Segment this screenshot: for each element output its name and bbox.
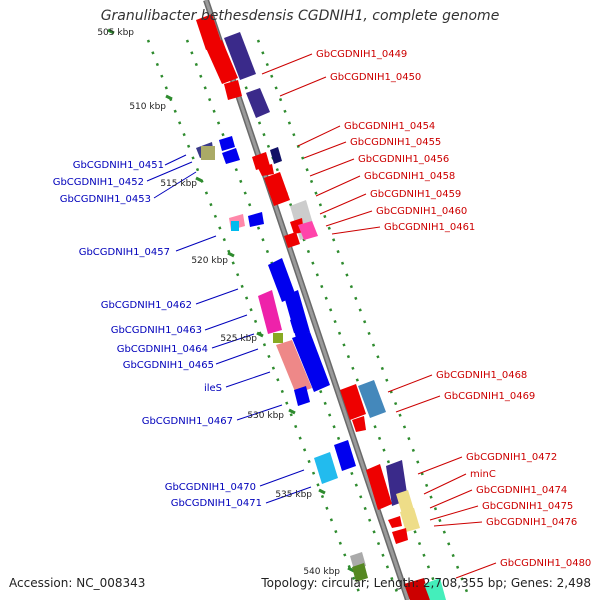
reverse-strand-genes: [196, 136, 368, 582]
gene-label[interactable]: GbCGDNIH1_0453: [60, 194, 151, 205]
tick-label: 530 kbp: [247, 411, 284, 421]
genome-backbone: [203, 0, 411, 600]
gene-label[interactable]: GbCGDNIH1_0449: [316, 49, 407, 60]
tick-label: 540 kbp: [303, 567, 340, 577]
gene-label[interactable]: GbCGDNIH1_0462: [101, 300, 192, 311]
tick-marks: [107, 28, 355, 573]
gene-label[interactable]: GbCGDNIH1_0458: [364, 171, 455, 182]
leader-lines-forward: [261, 53, 497, 579]
genome-summary-text: Topology: circular; Length: 2,708,355 bp…: [261, 576, 591, 590]
gene-label[interactable]: ileS: [204, 383, 222, 394]
gene-label[interactable]: GbCGDNIH1_0471: [171, 498, 262, 509]
tick-label: 510 kbp: [129, 102, 166, 112]
gene-label[interactable]: GbCGDNIH1_0450: [330, 72, 421, 83]
gene-label[interactable]: GbCGDNIH1_0480: [500, 558, 591, 569]
gene-label[interactable]: GbCGDNIH1_0468: [436, 370, 527, 381]
tick-label: 535 kbp: [275, 490, 312, 500]
gene-label[interactable]: GbCGDNIH1_0459: [370, 189, 461, 200]
gene-label[interactable]: GbCGDNIH1_0472: [466, 452, 557, 463]
gene-label[interactable]: GbCGDNIH1_0455: [350, 137, 441, 148]
tick-label: 525 kbp: [220, 334, 257, 344]
tick-labels: 505 kbp 510 kbp 515 kbp 520 kbp 525 kbp …: [97, 28, 340, 577]
gene-label[interactable]: GbCGDNIH1_0451: [73, 160, 164, 171]
gene-label[interactable]: GbCGDNIH1_0464: [117, 344, 208, 355]
gene-label[interactable]: GbCGDNIH1_0460: [376, 206, 467, 217]
tick-label: 505 kbp: [97, 28, 134, 38]
gene-label[interactable]: GbCGDNIH1_0461: [384, 222, 475, 233]
gene-label[interactable]: GbCGDNIH1_0475: [482, 501, 573, 512]
gene-label[interactable]: GbCGDNIH1_0476: [486, 517, 577, 528]
gene-label[interactable]: GbCGDNIH1_0452: [53, 177, 144, 188]
outer-left-dotted-line: [146, 39, 364, 600]
gene-label[interactable]: GbCGDNIH1_0454: [344, 121, 435, 132]
gene-label[interactable]: GbCGDNIH1_0469: [444, 391, 535, 402]
tick-label: 515 kbp: [160, 179, 197, 189]
forward-strand-genes: [196, 14, 446, 600]
gene-label[interactable]: GbCGDNIH1_0463: [111, 325, 202, 336]
forward-gene-labels: GbCGDNIH1_0449 GbCGDNIH1_0450 GbCGDNIH1_…: [316, 49, 591, 569]
page-title: Granulibacter bethesdensis CGDNIH1, comp…: [100, 8, 500, 24]
gene-label[interactable]: GbCGDNIH1_0470: [165, 482, 256, 493]
leader-lines: [146, 154, 312, 504]
gene-label[interactable]: GbCGDNIH1_0457: [79, 247, 170, 258]
gene-label[interactable]: minC: [470, 469, 496, 480]
gene-label[interactable]: GbCGDNIH1_0456: [358, 154, 449, 165]
gene-label[interactable]: GbCGDNIH1_0467: [142, 416, 233, 427]
accession-text: Accession: NC_008343: [9, 576, 146, 590]
gene-label[interactable]: GbCGDNIH1_0474: [476, 485, 567, 496]
gene-label[interactable]: GbCGDNIH1_0465: [123, 360, 214, 371]
reverse-gene-labels: GbCGDNIH1_0451 GbCGDNIH1_0452 GbCGDNIH1_…: [53, 160, 262, 509]
tick-label: 520 kbp: [191, 256, 228, 266]
